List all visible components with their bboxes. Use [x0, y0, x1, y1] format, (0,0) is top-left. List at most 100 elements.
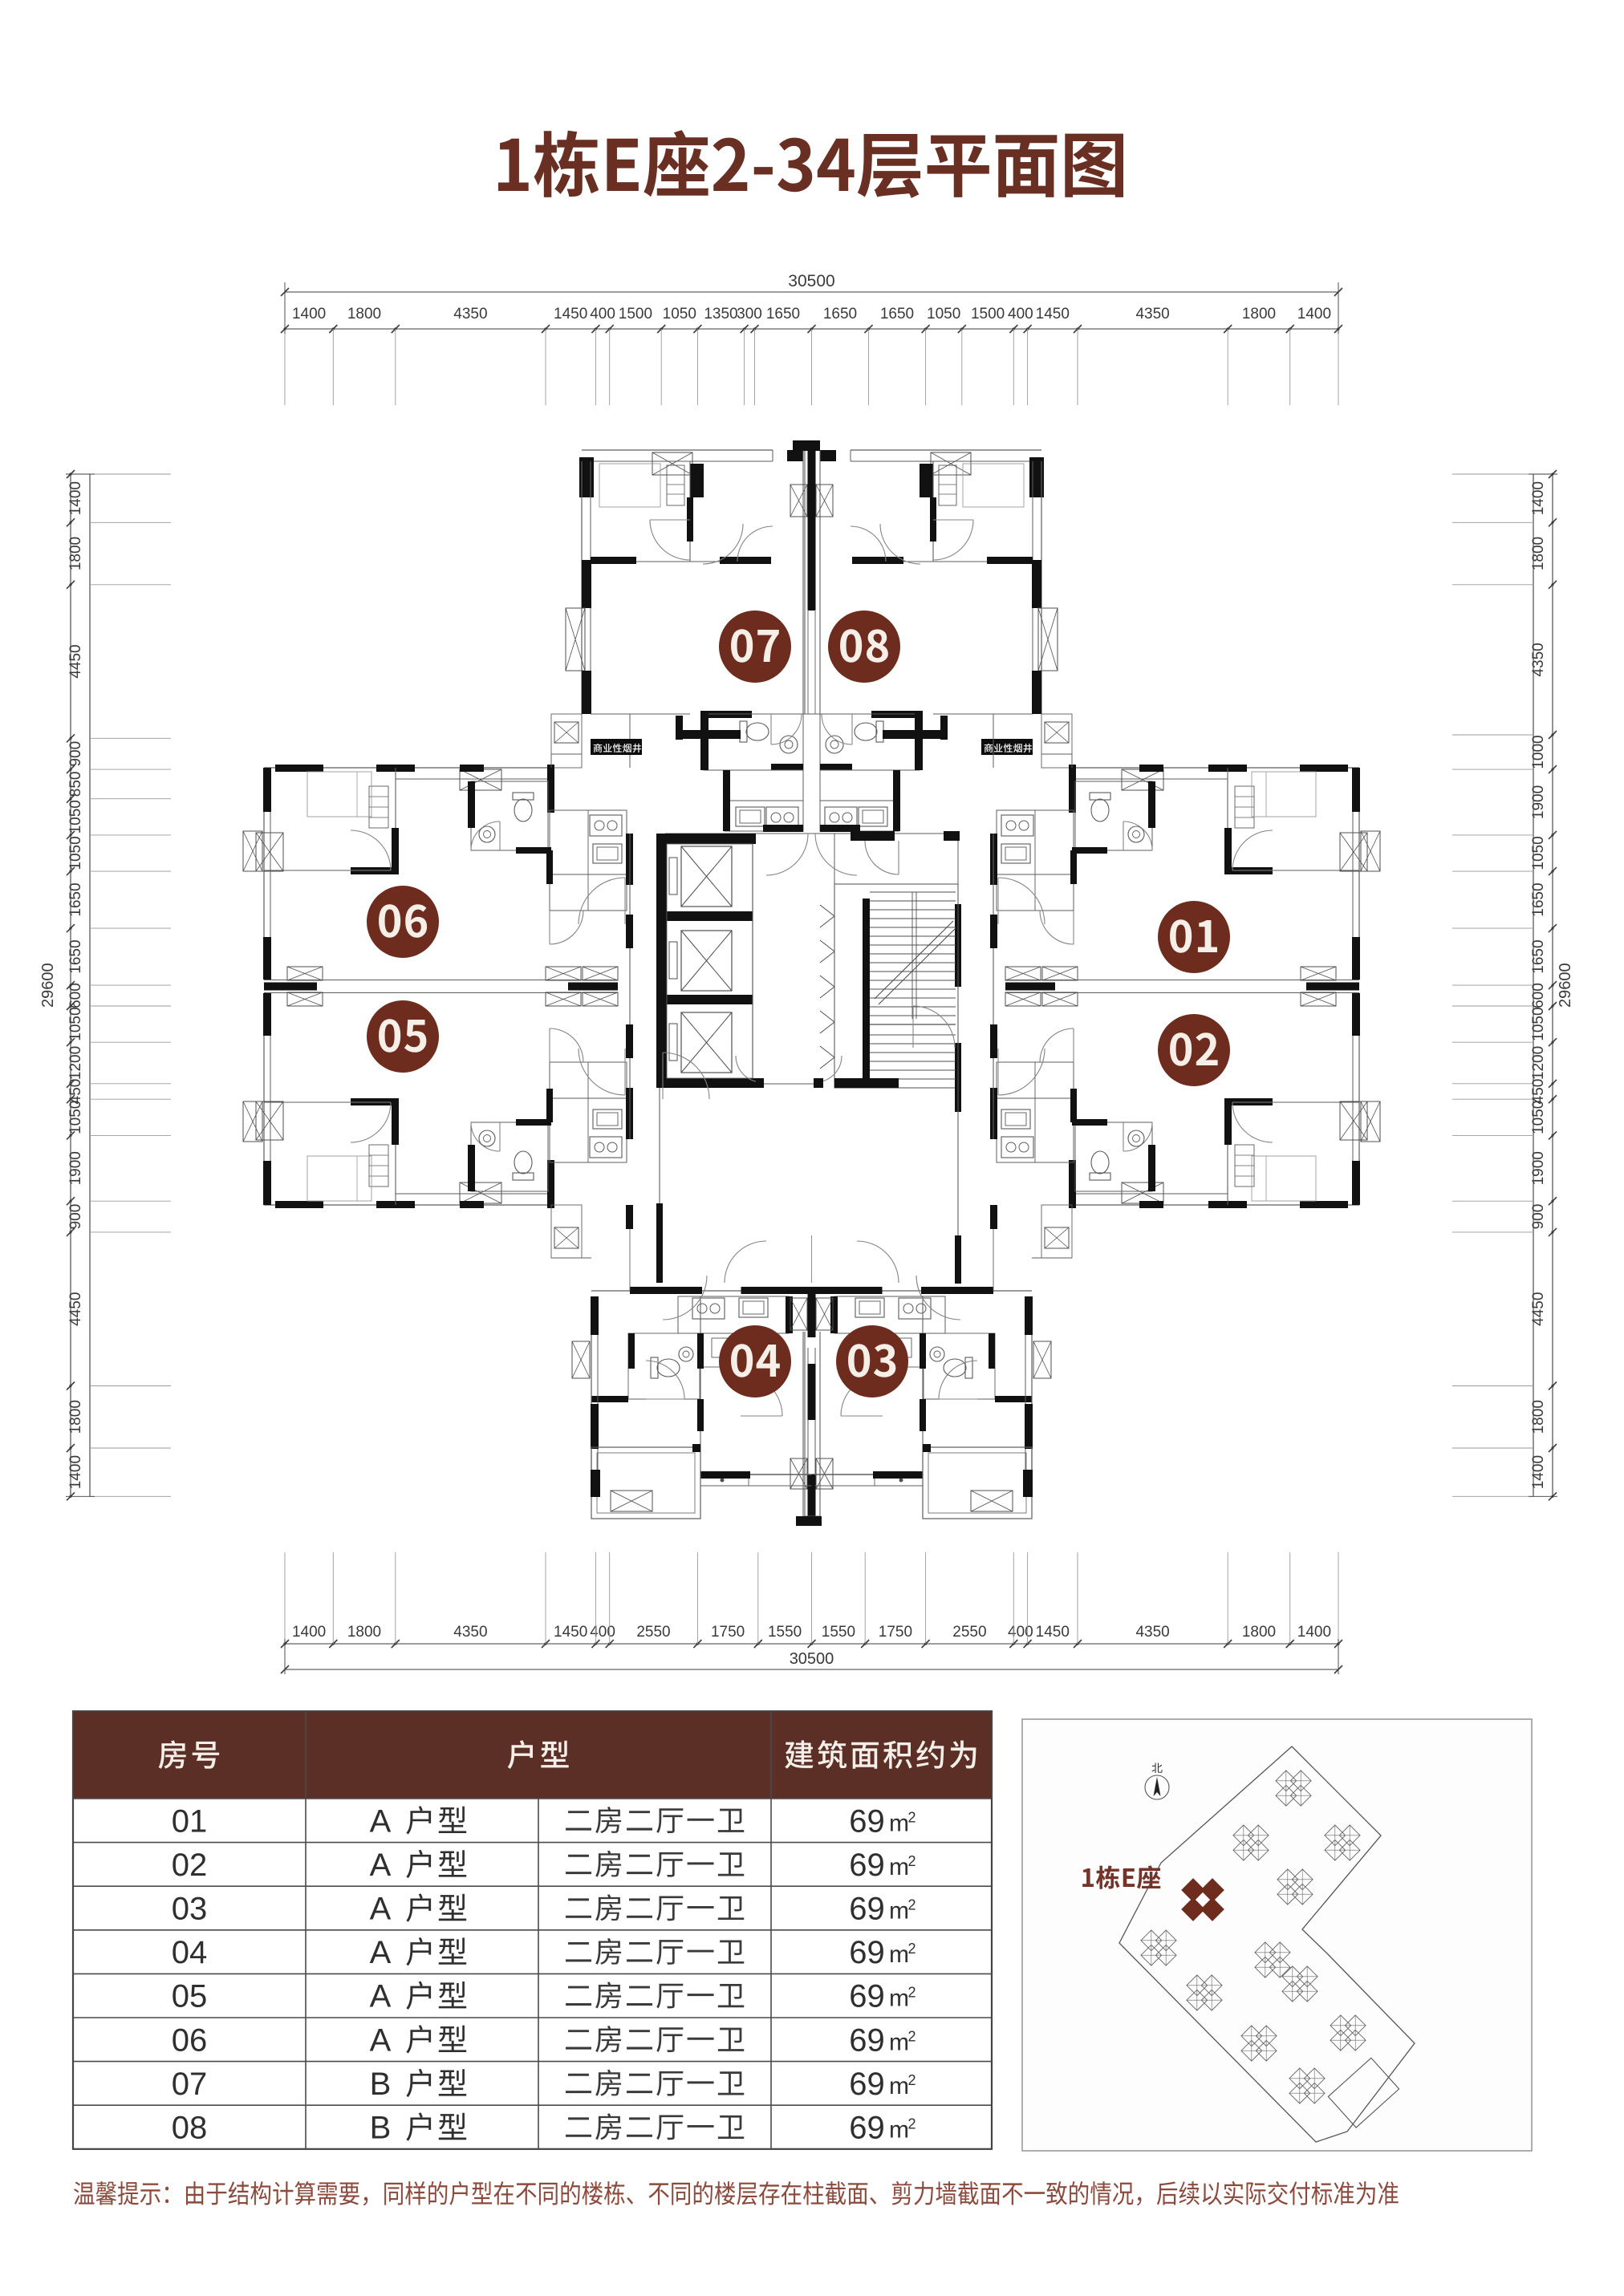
svg-text:1400: 1400: [1530, 481, 1547, 515]
svg-text:69: 69: [849, 1848, 885, 1883]
svg-text:69: 69: [849, 2111, 885, 2146]
svg-text:1750: 1750: [879, 1624, 912, 1641]
svg-text:1050: 1050: [67, 800, 84, 834]
svg-text:1050: 1050: [67, 836, 84, 870]
svg-text:A: A: [370, 1892, 392, 1927]
svg-text:m: m: [889, 2117, 909, 2144]
svg-text:1900: 1900: [67, 1151, 84, 1185]
svg-text:4450: 4450: [67, 644, 84, 678]
svg-text:1750: 1750: [711, 1624, 745, 1641]
svg-text:m: m: [889, 1810, 909, 1836]
svg-text:1200: 1200: [1530, 1046, 1547, 1080]
svg-text:1650: 1650: [1530, 939, 1547, 973]
svg-text:m: m: [889, 1986, 909, 2012]
svg-text:69: 69: [849, 1935, 885, 1970]
svg-text:2: 2: [907, 1897, 916, 1913]
svg-text:1900: 1900: [1530, 785, 1547, 819]
svg-text:1400: 1400: [1297, 1624, 1331, 1641]
svg-text:400: 400: [1008, 306, 1033, 322]
svg-text:1400: 1400: [1297, 306, 1331, 322]
svg-text:69: 69: [849, 2067, 885, 2102]
svg-text:2: 2: [907, 2072, 916, 2088]
svg-text:1800: 1800: [67, 1400, 84, 1434]
svg-text:m: m: [889, 1854, 909, 1880]
svg-text:600: 600: [67, 983, 84, 1008]
svg-text:2550: 2550: [636, 1624, 670, 1641]
svg-text:1050: 1050: [1530, 1101, 1547, 1134]
svg-text:1200: 1200: [67, 1046, 84, 1080]
svg-text:2: 2: [907, 1853, 916, 1869]
svg-text:1350: 1350: [704, 306, 737, 322]
svg-text:69: 69: [849, 1979, 885, 2014]
svg-text:900: 900: [1530, 1204, 1547, 1230]
svg-text:900: 900: [67, 1204, 84, 1230]
svg-text:1800: 1800: [1530, 1400, 1547, 1434]
svg-text:2: 2: [907, 1985, 916, 2001]
svg-text:300: 300: [737, 306, 762, 322]
svg-text:A: A: [370, 1803, 392, 1839]
svg-text:1800: 1800: [1242, 1624, 1276, 1641]
svg-text:2550: 2550: [952, 1624, 986, 1641]
svg-text:1050: 1050: [927, 306, 960, 322]
svg-text:03: 03: [172, 1892, 208, 1927]
svg-text:4350: 4350: [453, 1624, 487, 1641]
svg-text:1500: 1500: [971, 306, 1005, 322]
svg-text:1400: 1400: [1530, 1455, 1547, 1489]
svg-text:01: 01: [172, 1803, 208, 1839]
svg-text:1650: 1650: [766, 306, 800, 322]
svg-text:69: 69: [849, 2022, 885, 2058]
svg-text:04: 04: [172, 1935, 208, 1970]
svg-text:1400: 1400: [292, 1624, 326, 1641]
svg-text:30500: 30500: [788, 272, 834, 290]
svg-text:450: 450: [1530, 1079, 1547, 1105]
svg-text:1800: 1800: [1530, 537, 1547, 570]
svg-text:1050: 1050: [67, 1007, 84, 1041]
svg-text:2: 2: [907, 2028, 916, 2044]
svg-text:07: 07: [172, 2067, 208, 2102]
svg-text:4350: 4350: [1135, 306, 1169, 322]
svg-text:600: 600: [1530, 983, 1547, 1008]
svg-text:1800: 1800: [347, 1624, 381, 1641]
svg-text:A: A: [370, 2022, 392, 2058]
svg-text:1800: 1800: [67, 537, 84, 570]
svg-text:1650: 1650: [67, 882, 84, 916]
svg-text:A: A: [370, 1979, 392, 2014]
svg-text:1450: 1450: [554, 306, 587, 322]
svg-text:06: 06: [172, 2022, 208, 2058]
svg-text:29600: 29600: [1557, 963, 1574, 1008]
svg-text:1050: 1050: [663, 306, 696, 322]
svg-text:4350: 4350: [453, 306, 487, 322]
svg-text:m: m: [889, 2073, 909, 2099]
svg-text:A: A: [370, 1848, 392, 1883]
svg-text:1000: 1000: [1530, 735, 1547, 769]
svg-text:1650: 1650: [1530, 882, 1547, 916]
svg-text:1550: 1550: [822, 1624, 855, 1641]
svg-text:B: B: [370, 2111, 392, 2146]
svg-text:m: m: [889, 1898, 909, 1925]
svg-text:05: 05: [172, 1979, 208, 2014]
svg-text:29600: 29600: [39, 963, 57, 1008]
svg-text:1400: 1400: [292, 306, 326, 322]
svg-text:4350: 4350: [1530, 643, 1547, 676]
svg-text:B: B: [370, 2067, 392, 2102]
svg-text:m: m: [889, 2029, 909, 2055]
svg-text:1450: 1450: [1036, 1624, 1070, 1641]
svg-text:400: 400: [590, 1624, 615, 1641]
svg-text:02: 02: [172, 1848, 208, 1883]
svg-text:30500: 30500: [790, 1650, 834, 1668]
svg-text:1900: 1900: [1530, 1151, 1547, 1185]
svg-text:1500: 1500: [619, 306, 652, 322]
svg-text:1800: 1800: [1242, 306, 1276, 322]
svg-text:1650: 1650: [67, 939, 84, 973]
svg-text:4350: 4350: [1135, 1624, 1169, 1641]
svg-text:4450: 4450: [1530, 1292, 1547, 1326]
svg-text:1650: 1650: [823, 306, 857, 322]
svg-text:A: A: [370, 1935, 392, 1970]
svg-text:1800: 1800: [347, 306, 381, 322]
svg-text:4450: 4450: [67, 1292, 84, 1326]
svg-text:2: 2: [907, 2116, 916, 2132]
svg-text:450: 450: [67, 1079, 84, 1105]
svg-text:900: 900: [67, 741, 84, 767]
svg-text:69: 69: [849, 1892, 885, 1927]
svg-text:1450: 1450: [1036, 306, 1070, 322]
